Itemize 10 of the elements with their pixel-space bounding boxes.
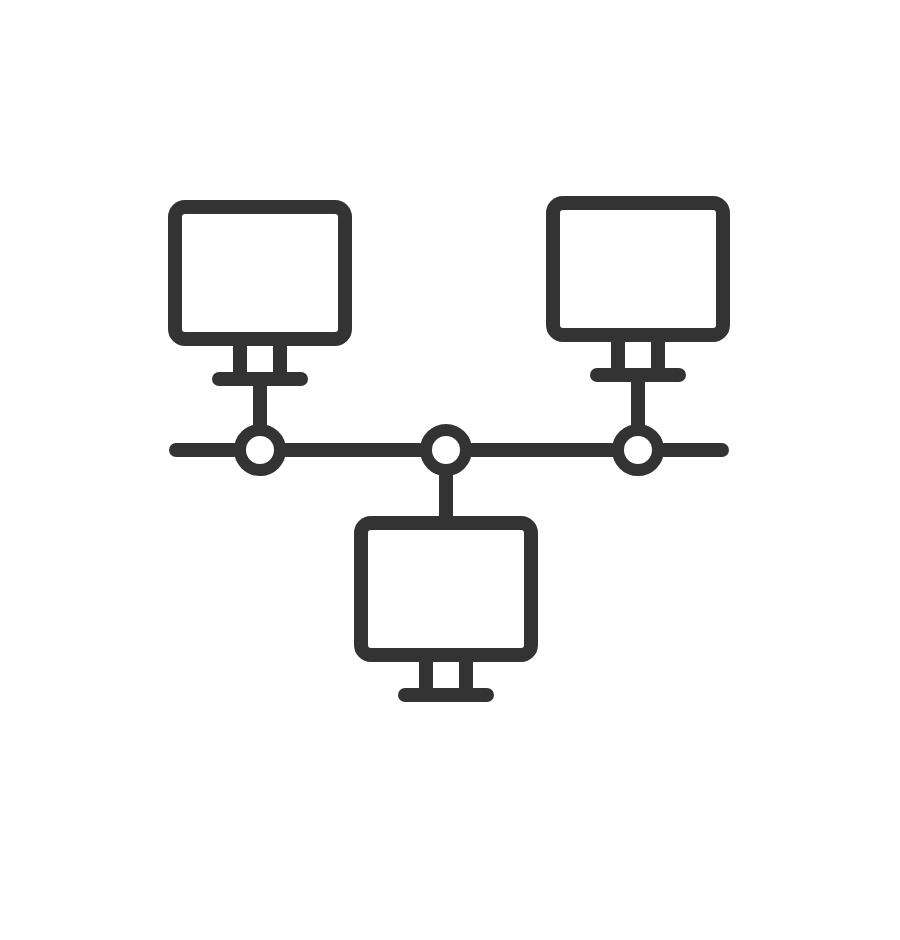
junction-circle [612, 424, 664, 476]
connector-line [169, 443, 241, 457]
junction-circle [420, 424, 472, 476]
connector-line [465, 443, 619, 457]
computer-monitor [546, 196, 730, 382]
connector-line [657, 443, 729, 457]
computer-monitor [168, 200, 352, 386]
connector-line [279, 443, 427, 457]
junction-circle [234, 424, 286, 476]
computer-monitor [354, 516, 538, 702]
